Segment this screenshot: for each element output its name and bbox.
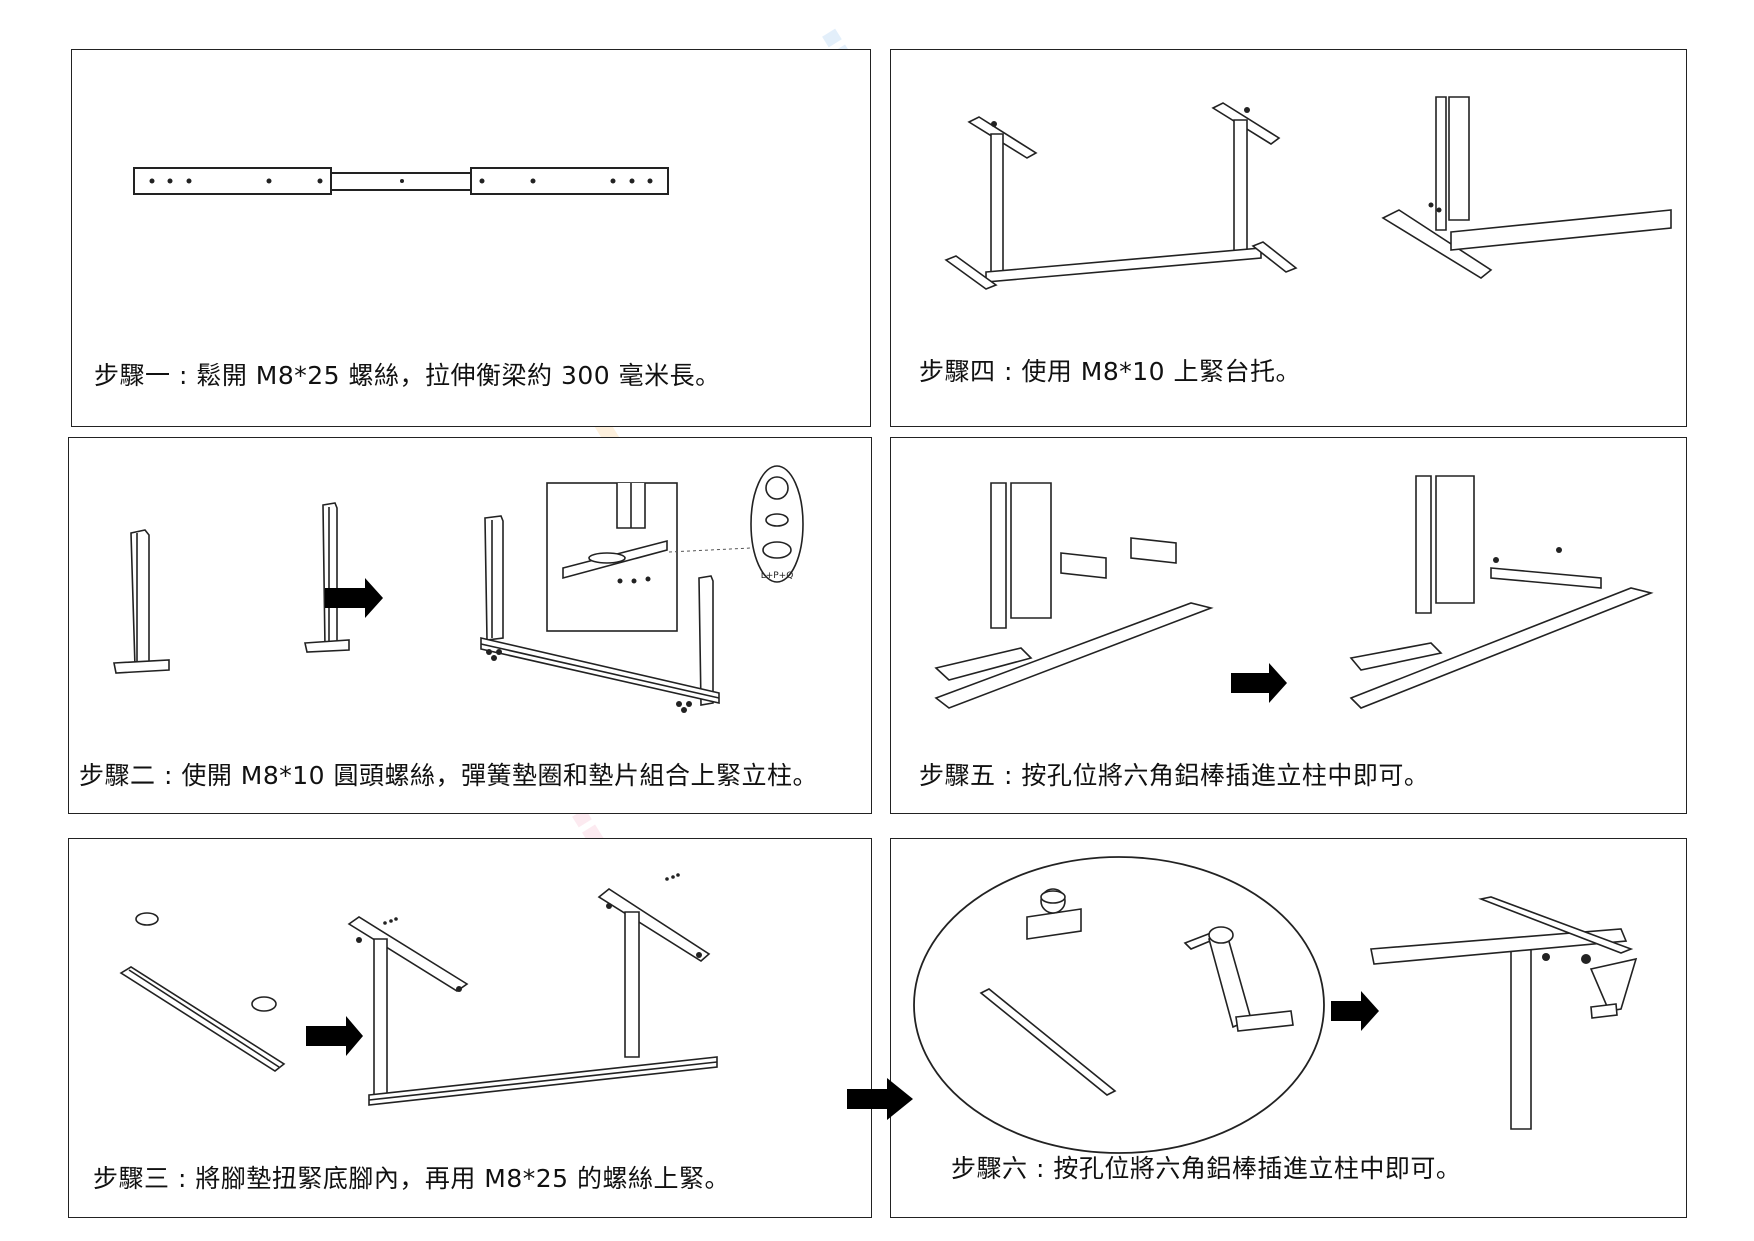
step-3-caption: 步驟三 : 將腳墊扭緊底腳內，再用 M8*25 的螺絲上緊。	[93, 1164, 730, 1193]
step-3-illustration	[119, 873, 718, 1106]
step-5-illustration	[934, 475, 1654, 709]
step-6-caption: 步驟六 : 按孔位將六角鋁棒插進立柱中即可。	[951, 1154, 1462, 1183]
step-2-arrow	[325, 578, 383, 618]
step-4-caption: 步驟四 : 使用 M8*10 上緊台托。	[919, 357, 1301, 386]
step-2-illustration: L+P+Q	[113, 465, 804, 713]
parts-label: L+P+Q	[761, 571, 794, 581]
step-5-panel: 步驟五 : 按孔位將六角鋁棒插進立柱中即可。	[890, 437, 1687, 814]
step-6-arrow	[1331, 991, 1379, 1031]
step-1-panel: 步驟一 : 鬆開 M8*25 螺絲，拉伸衡梁約 300 毫米長。	[71, 49, 871, 427]
step-6-panel: 步驟六 : 按孔位將六角鋁棒插進立柱中即可。	[890, 838, 1687, 1218]
step-4-panel: 步驟四 : 使用 M8*10 上緊台托。	[890, 49, 1687, 427]
step-3-arrow	[306, 1016, 363, 1056]
step-4-illustration	[944, 96, 1672, 290]
step-1-caption: 步驟一 : 鬆開 M8*25 螺絲，拉伸衡梁約 300 毫米長。	[94, 361, 721, 390]
step-5-arrow	[1231, 663, 1287, 703]
transition-arrow	[847, 1078, 913, 1120]
step-2-caption: 步驟二 : 使開 M8*10 圓頭螺絲，彈簧墊圈和墊片組合上緊立柱。	[79, 761, 818, 790]
step-3-panel: 步驟三 : 將腳墊扭緊底腳內，再用 M8*25 的螺絲上緊。	[68, 838, 872, 1218]
step-2-panel: L+P+Q 步驟二 : 使開 M8*10 圓頭螺絲，彈簧墊圈和墊片組合上緊立柱。	[68, 437, 872, 814]
step-6-illustration	[913, 856, 1638, 1154]
step-1-illustration	[133, 167, 669, 195]
step-5-caption: 步驟五 : 按孔位將六角鋁棒插進立柱中即可。	[919, 761, 1430, 790]
